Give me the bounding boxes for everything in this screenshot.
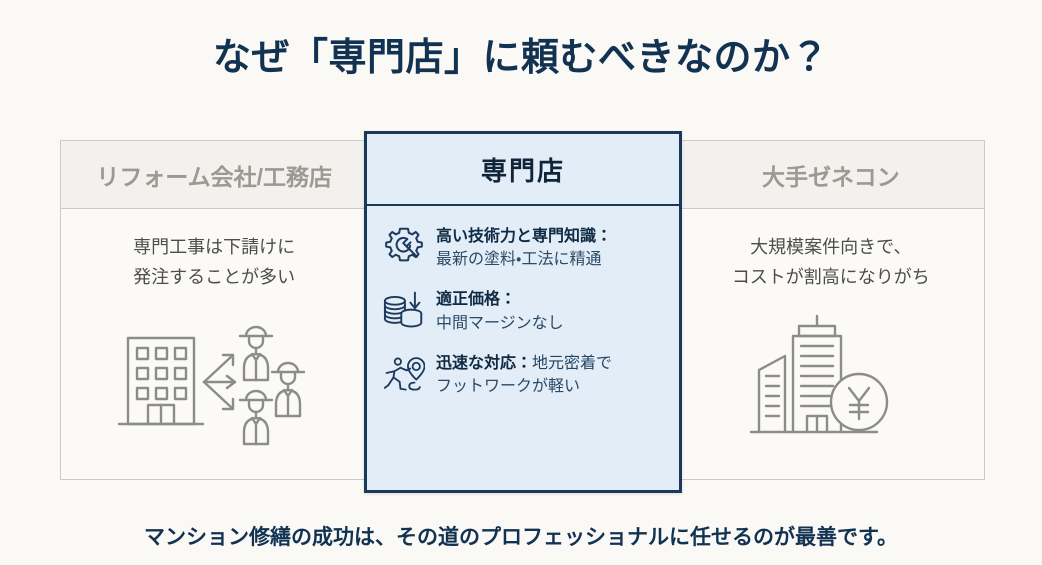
feature-line2: フットワークが軽い — [436, 377, 581, 395]
column-header-reform-company: リフォーム会社/工務店 — [61, 141, 368, 209]
skyscraper-yen-icon — [745, 314, 917, 446]
coin-stack-down-arrow-icon — [383, 287, 425, 331]
feature-line2: 中間マージンなし — [436, 314, 564, 332]
feature-text: 迅速な対応：地元密着で フットワークが軽い — [436, 351, 612, 398]
gear-wrench-icon — [383, 224, 425, 268]
reform-company-description: 専門工事は下請けに 発注することが多い — [133, 233, 295, 292]
feature-item: 迅速な対応：地元密着で フットワークが軽い — [383, 351, 665, 398]
feature-label: 迅速な対応： — [436, 354, 533, 372]
general-contractor-description: 大規模案件向きで、 コストが割高になりがち — [732, 233, 930, 292]
feature-label: 適正価格： — [436, 291, 517, 309]
feature-line2: 最新の塗料・工法に精通 — [436, 251, 602, 269]
feature-item: 高い技術力と専門知識： 最新の塗料・工法に精通 — [383, 224, 665, 271]
column-general-contractor: 大手ゼネコン 大規模案件向きで、 コストが割高になりがち — [676, 141, 984, 479]
page-title: なぜ「専門店」に頼むべきなのか？ — [212, 37, 829, 79]
feature-detail: 地元密着で — [532, 354, 613, 372]
column-header-general-contractor: 大手ゼネコン — [677, 141, 984, 209]
general-contractor-description-line1: 大規模案件向きで、 — [750, 237, 912, 257]
column-body-general-contractor: 大規模案件向きで、 コストが割高になりがち — [677, 209, 984, 479]
column-reform-company: リフォーム会社/工務店 専門工事は下請けに 発注することが多い — [61, 141, 369, 479]
feature-text: 高い技術力と専門知識： 最新の塗料・工法に精通 — [436, 224, 612, 271]
building-subcontractors-icon — [108, 314, 320, 446]
feature-item: 適正価格： 中間マージンなし — [383, 287, 665, 334]
feature-label: 高い技術力と専門知識： — [436, 228, 613, 245]
general-contractor-description-line2: コストが割高になりがち — [731, 266, 930, 287]
specialty-store-panel[interactable]: 専門店 高い技術力と専門知識： 最新の塗料・工法に精通 — [364, 131, 682, 493]
feature-text: 適正価格： 中間マージンなし — [436, 287, 564, 334]
reform-company-description-line1: 専門工事は下請けに — [133, 237, 296, 257]
runner-map-pin-icon — [383, 351, 425, 395]
column-header-specialty-store: 専門店 — [367, 134, 679, 206]
reform-company-description-line2: 発注することが多い — [133, 266, 296, 287]
footer-note: マンション修繕の成功は、その道のプロフェッショナルに任せるのが最善です。 — [144, 526, 898, 549]
specialty-store-features: 高い技術力と専門知識： 最新の塗料・工法に精通 — [367, 206, 679, 490]
column-body-reform-company: 専門工事は下請けに 発注することが多い — [61, 209, 368, 479]
